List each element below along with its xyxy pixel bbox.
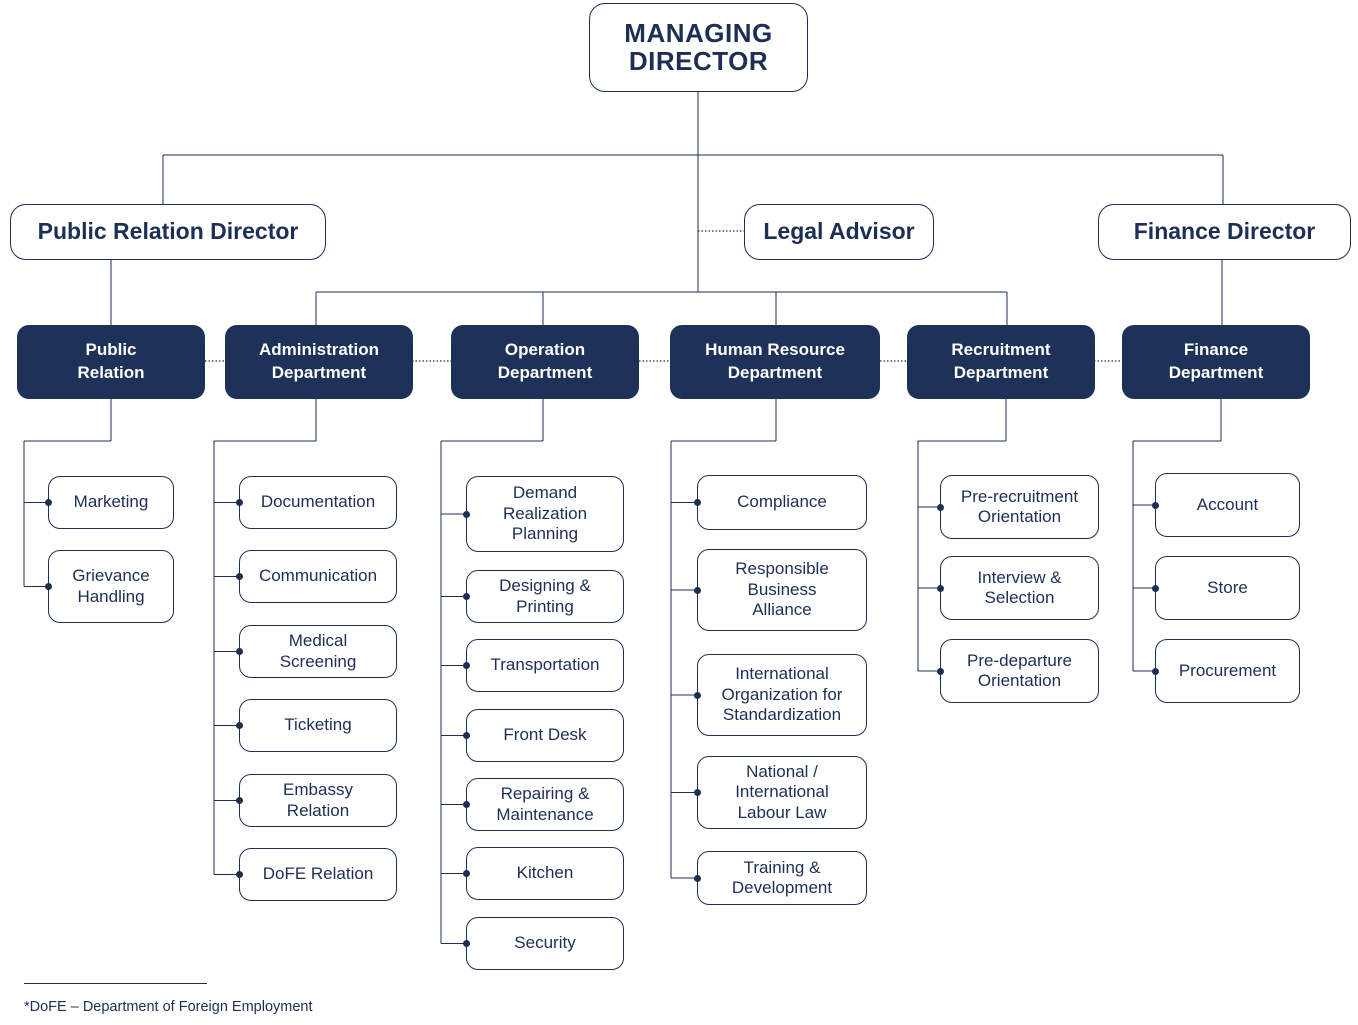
connector-dot [44, 583, 52, 590]
sub-item-communication[interactable]: Communication [239, 550, 397, 603]
connector-dot [235, 499, 243, 506]
connector-dot [693, 691, 701, 699]
connector-dot [1151, 584, 1159, 592]
sub-item-interview-selection[interactable]: Interview & Selection [940, 556, 1099, 620]
sub-item-labour-law[interactable]: National / International Labour Law [697, 756, 867, 829]
sub-item-demand-realization-planning[interactable]: Demand Realization Planning [466, 476, 624, 552]
public-relation-department-box[interactable]: Public Relation [17, 325, 205, 399]
sub-item-responsible-business-alliance[interactable]: Responsible Business Alliance [697, 549, 867, 631]
sub-item-pre-departure-orientation[interactable]: Pre-departure Orientation [940, 639, 1099, 703]
operation-department-box[interactable]: Operation Department [451, 325, 639, 399]
finance-department-box[interactable]: Finance Department [1122, 325, 1310, 399]
connector-dot [462, 801, 470, 808]
connector-dot [235, 573, 243, 580]
connector-dot [693, 789, 701, 796]
connector-dot [235, 648, 243, 655]
finance-director-box[interactable]: Finance Director [1098, 204, 1351, 260]
connector-dot [936, 667, 944, 675]
connector-dot [462, 510, 470, 518]
sub-item-kitchen[interactable]: Kitchen [466, 847, 624, 900]
footnote-divider [24, 983, 207, 984]
sub-item-embassy-relation[interactable]: Embassy Relation [239, 774, 397, 827]
connector-dot [235, 797, 243, 804]
sub-item-dofe-relation[interactable]: DoFE Relation [239, 848, 397, 901]
administration-department-box[interactable]: Administration Department [225, 325, 413, 399]
sub-item-medical-screening[interactable]: Medical Screening [239, 625, 397, 678]
sub-item-transportation[interactable]: Transportation [466, 639, 624, 692]
sub-item-compliance[interactable]: Compliance [697, 475, 867, 530]
sub-item-store[interactable]: Store [1155, 556, 1300, 620]
connector-dot [235, 722, 243, 729]
footnote: *DoFE – Department of Foreign Employment [24, 999, 313, 1015]
recruitment-department-box[interactable]: Recruitment Department [907, 325, 1095, 399]
connector-dot [1151, 667, 1159, 675]
legal-advisor-box[interactable]: Legal Advisor [744, 204, 934, 260]
connector-dot [462, 593, 470, 600]
sub-item-procurement[interactable]: Procurement [1155, 639, 1300, 703]
connector-dot [693, 874, 701, 882]
sub-item-repairing-maintenance[interactable]: Repairing & Maintenance [466, 778, 624, 831]
public-relation-director-box[interactable]: Public Relation Director [10, 204, 326, 260]
connector-dot [936, 584, 944, 592]
sub-item-international-organization-for-standardization[interactable]: International Organization for Standardi… [697, 654, 867, 736]
connector-dot [44, 499, 52, 506]
connector-dot [693, 499, 701, 506]
connector-dot [462, 662, 470, 669]
sub-item-account[interactable]: Account [1155, 473, 1300, 537]
sub-item-marketing[interactable]: Marketing [48, 476, 174, 529]
sub-item-ticketing[interactable]: Ticketing [239, 699, 397, 752]
sub-item-grievance-handling[interactable]: Grievance Handling [48, 550, 174, 623]
connector-dot [936, 503, 944, 511]
human-resource-department-box[interactable]: Human Resource Department [670, 325, 880, 399]
connector-dot [462, 870, 470, 877]
connector-dot [462, 940, 470, 947]
connector-dot [1151, 501, 1159, 509]
sub-item-security[interactable]: Security [466, 917, 624, 970]
sub-item-front-desk[interactable]: Front Desk [466, 709, 624, 762]
sub-item-designing-printing[interactable]: Designing & Printing [466, 570, 624, 623]
connector-dot [693, 586, 701, 594]
sub-item-pre-recruitment-orientation[interactable]: Pre-recruitment Orientation [940, 475, 1099, 539]
sub-item-training-development[interactable]: Training & Development [697, 851, 867, 905]
managing-director-box[interactable]: MANAGING DIRECTOR [589, 3, 808, 92]
connector-dot [235, 871, 243, 878]
connector-dot [462, 732, 470, 739]
sub-item-documentation[interactable]: Documentation [239, 476, 397, 529]
